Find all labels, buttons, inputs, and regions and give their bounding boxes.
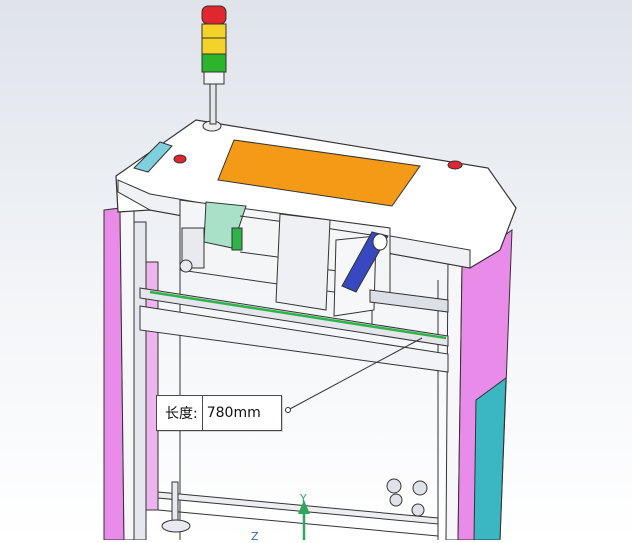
tower-light-icon[interactable]: [201, 5, 227, 125]
control-panel-screen[interactable]: [217, 139, 421, 207]
back-conveyor-rail: [369, 289, 449, 313]
dimension-leader-line: [287, 337, 423, 411]
dimension-anchor[interactable]: [285, 407, 291, 413]
left-base-fixture: [161, 481, 191, 533]
emergency-stop-icon[interactable]: [173, 154, 187, 164]
left-frame-panel[interactable]: [103, 207, 125, 540]
motor-assembly: [179, 227, 205, 273]
left-frame-post: [133, 221, 147, 540]
triad-z-label: Z: [251, 530, 259, 543]
conveyor-belt: [149, 290, 447, 340]
lower-crossbar: [157, 491, 439, 525]
length-value: 780mm: [206, 405, 261, 421]
leveling-foot-icon[interactable]: [386, 478, 428, 517]
roller-hub: [372, 233, 388, 251]
triad-y-label: Y: [300, 492, 307, 505]
side-glass-window[interactable]: [473, 376, 507, 540]
triad-axis-icon: [298, 500, 310, 540]
conveyor-lower-rail: [139, 305, 449, 373]
center-carriage[interactable]: [275, 213, 331, 311]
emergency-stop-icon[interactable]: [447, 160, 463, 170]
hmi-panel[interactable]: [133, 141, 173, 173]
length-label: 长度:: [157, 396, 203, 430]
measurement-tooltip[interactable]: 长度: 780mm: [156, 395, 282, 431]
cylinder-green: [231, 227, 243, 251]
